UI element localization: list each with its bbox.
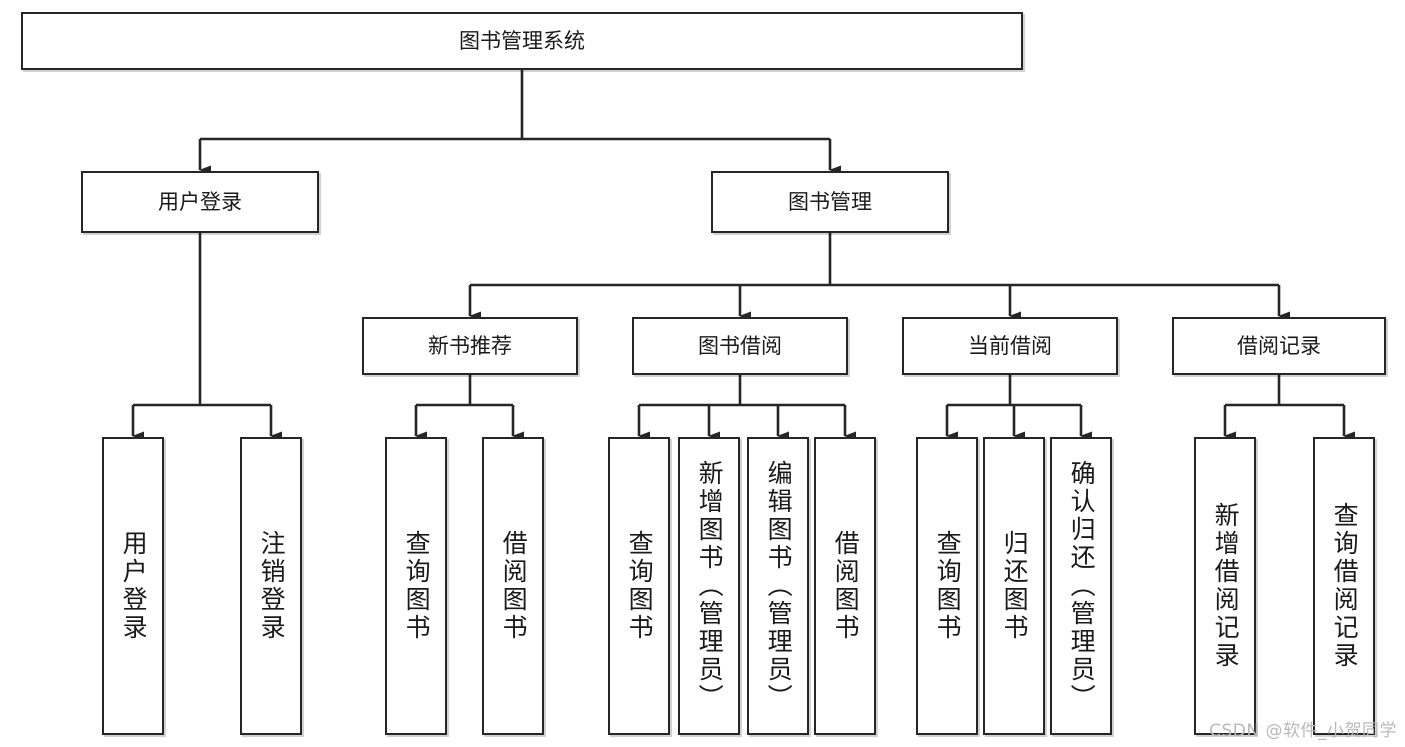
node-label: 图书借阅 (698, 333, 782, 358)
node-new-book-rec[interactable]: 新书推荐 (362, 317, 578, 375)
node-label: 新增图书（管理员） (695, 460, 725, 712)
node-label: 查询图书 (402, 530, 432, 642)
node-label: 当前借阅 (968, 333, 1052, 358)
node-label: 查询图书 (933, 530, 963, 642)
node-label: 用户登录 (119, 530, 149, 642)
node-leaf-edit-book[interactable]: 编辑图书（管理员） (747, 437, 809, 735)
node-root[interactable]: 图书管理系统 (21, 12, 1023, 70)
node-leaf-borrow-book-2[interactable]: 借阅图书 (814, 437, 876, 735)
node-leaf-add-book[interactable]: 新增图书（管理员） (678, 437, 740, 735)
node-borrow-record[interactable]: 借阅记录 (1172, 317, 1386, 375)
node-leaf-query-book-1[interactable]: 查询图书 (385, 437, 447, 735)
node-label: 借阅图书 (831, 530, 861, 642)
node-leaf-user-login[interactable]: 用户登录 (102, 437, 164, 735)
node-leaf-query-book-2[interactable]: 查询图书 (608, 437, 670, 735)
node-label: 用户登录 (158, 189, 242, 214)
node-label: 借阅记录 (1237, 333, 1321, 358)
node-label: 图书管理 (788, 189, 872, 214)
node-label: 编辑图书（管理员） (764, 460, 794, 712)
node-label: 查询借阅记录 (1330, 502, 1360, 670)
node-label: 新增借阅记录 (1211, 502, 1241, 670)
node-label: 借阅图书 (499, 530, 529, 642)
node-leaf-query-record[interactable]: 查询借阅记录 (1313, 437, 1375, 735)
node-user-login[interactable]: 用户登录 (81, 171, 319, 233)
node-leaf-return-book[interactable]: 归还图书 (983, 437, 1045, 735)
node-leaf-logout[interactable]: 注销登录 (240, 437, 302, 735)
node-label: 确认归还（管理员） (1067, 460, 1097, 712)
node-leaf-add-record[interactable]: 新增借阅记录 (1194, 437, 1256, 735)
node-book-borrow[interactable]: 图书借阅 (632, 317, 848, 375)
node-leaf-confirm-return[interactable]: 确认归还（管理员） (1050, 437, 1112, 735)
node-label: 新书推荐 (428, 333, 512, 358)
node-label: 图书管理系统 (459, 28, 585, 53)
node-leaf-borrow-book-1[interactable]: 借阅图书 (482, 437, 544, 735)
node-label: 查询图书 (625, 530, 655, 642)
node-label: 归还图书 (1000, 530, 1030, 642)
node-book-manage[interactable]: 图书管理 (711, 171, 949, 233)
node-leaf-query-book-3[interactable]: 查询图书 (916, 437, 978, 735)
node-current-borrow[interactable]: 当前借阅 (902, 317, 1118, 375)
node-label: 注销登录 (257, 530, 287, 642)
